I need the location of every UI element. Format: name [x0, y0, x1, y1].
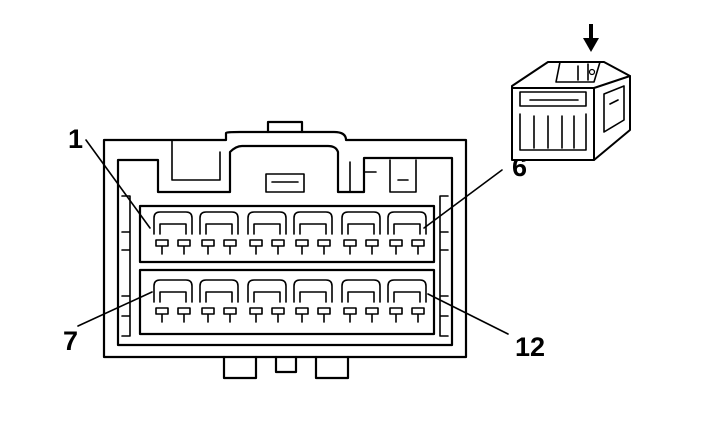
connector-face — [102, 120, 468, 359]
connector-3d-view — [511, 24, 631, 161]
connector-3d-slots — [519, 113, 587, 151]
leader-line-pin-12 — [427, 293, 509, 335]
pin-cavities-top-row — [153, 211, 427, 255]
pin-cavity — [153, 279, 193, 323]
pin-row-bottom-container — [138, 268, 436, 336]
pin-cavity — [247, 279, 287, 323]
pin-cavity — [247, 211, 287, 255]
pin-cavity — [341, 279, 381, 323]
connector-housing-outline — [102, 130, 468, 359]
pin-cavity — [341, 211, 381, 255]
pin-cavity — [199, 211, 239, 255]
connector-key-slot — [265, 173, 305, 193]
connector-latch-window — [171, 139, 221, 181]
leader-line-pin-1 — [85, 139, 151, 229]
pin-cavity — [387, 279, 427, 323]
pin-row-top-container — [138, 204, 436, 264]
connector-foot-left — [222, 355, 258, 380]
connector-3d-side-detail — [603, 85, 625, 133]
connector-left-rail — [121, 195, 131, 337]
connector-inner-frame — [116, 144, 454, 347]
down-arrow-icon — [583, 24, 599, 52]
connector-3d-pin-mark — [588, 68, 596, 76]
pin-cavities-bottom-row — [153, 279, 427, 323]
connector-3d-ridge — [519, 91, 587, 107]
connector-3d-side — [593, 75, 631, 161]
connector-bottom-feet — [222, 355, 350, 380]
pin-cavity — [293, 211, 333, 255]
leader-line-pin-7 — [77, 291, 153, 327]
connector-foot-right — [314, 355, 350, 380]
leader-line-pin-6 — [423, 169, 503, 229]
pin-label-7: 7 — [63, 326, 78, 356]
connector-right-key — [349, 159, 417, 193]
connector-foot-center — [274, 355, 298, 374]
pin-label-12: 12 — [515, 332, 545, 362]
pin-cavity — [199, 279, 239, 323]
connector-3d-latch — [555, 61, 601, 83]
pin-cavity — [153, 211, 193, 255]
pin-cavity — [293, 279, 333, 323]
pin-cavity — [387, 211, 427, 255]
connector-right-rail — [439, 195, 449, 337]
connector-latch-tab — [266, 120, 304, 134]
pin-label-1: 1 — [68, 124, 83, 154]
